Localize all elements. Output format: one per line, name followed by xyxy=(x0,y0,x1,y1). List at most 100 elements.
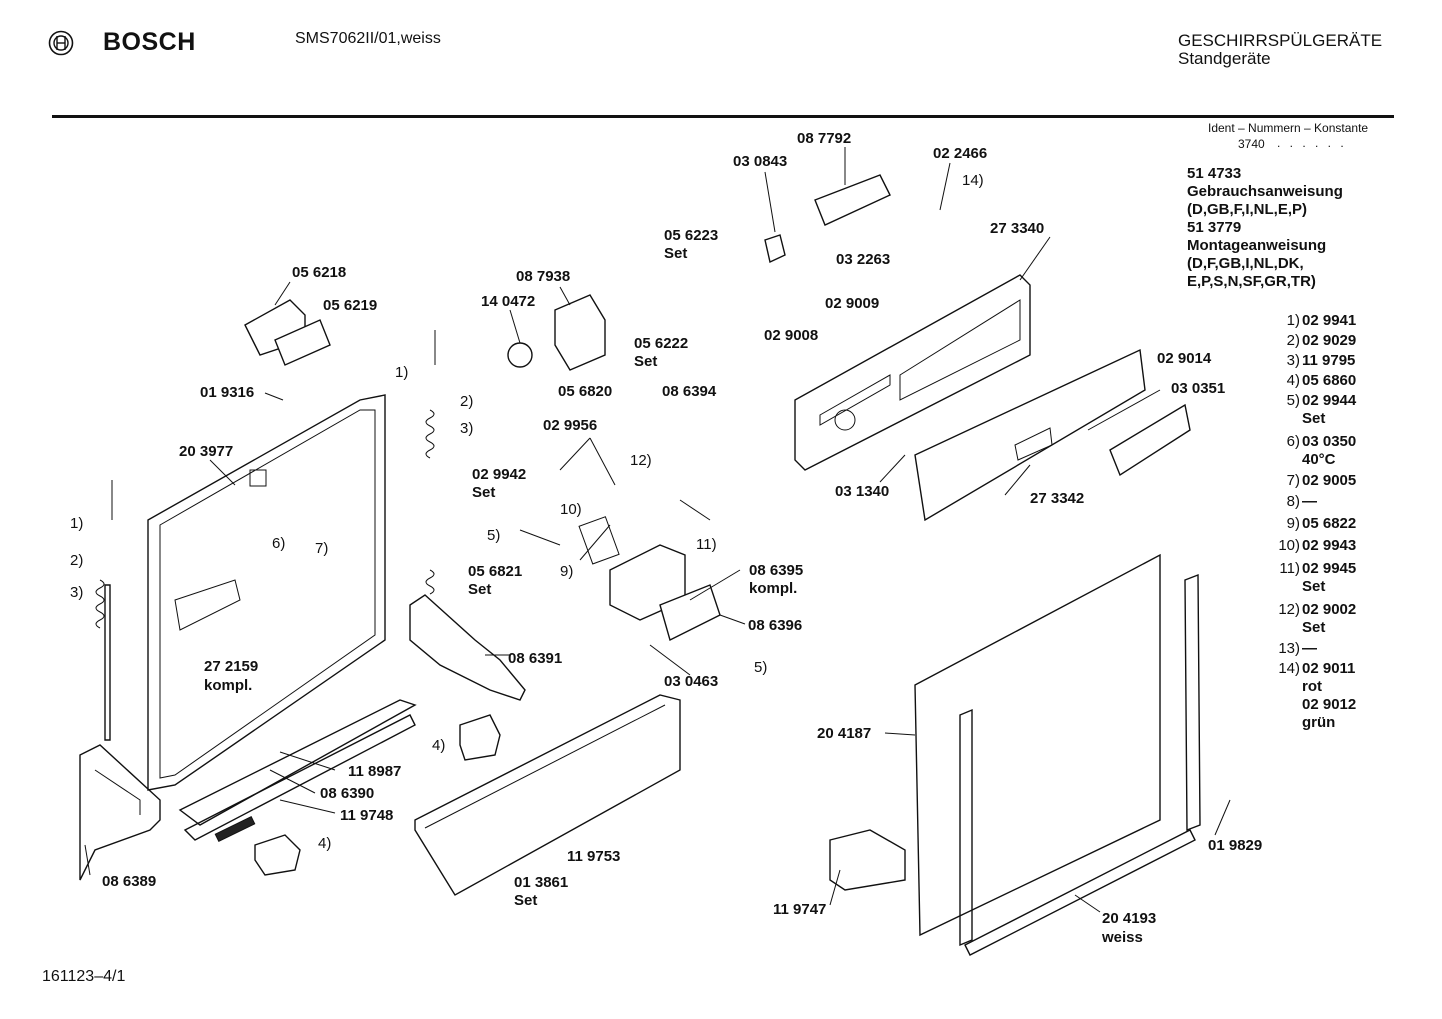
brand-name: BOSCH xyxy=(103,28,196,56)
control-panel-frame xyxy=(794,274,1031,471)
callout-030351: 03 0351 xyxy=(1171,380,1226,397)
legend-item: 3)11 9795 xyxy=(1286,352,1356,369)
callout-3a: 3) xyxy=(460,420,474,437)
callout-1b: 1) xyxy=(70,515,84,532)
callout-086390: 08 6390 xyxy=(320,785,375,802)
doc-line: (D,F,GB,I,NL,DK, xyxy=(1187,255,1304,272)
button-row xyxy=(1087,389,1191,477)
header-rule xyxy=(52,115,1394,118)
callout-086389: 08 6389 xyxy=(102,873,157,890)
callout-12a: 12) xyxy=(630,452,652,469)
callout-029956: 02 9956 xyxy=(543,417,598,434)
outer-door-panel xyxy=(829,553,1201,956)
callout-119747: 11 9747 xyxy=(773,901,827,918)
callout-9a: 9) xyxy=(560,563,574,580)
callout-013861: 01 3861 xyxy=(514,874,569,891)
callout-056821-set: Set xyxy=(468,581,492,598)
door-springs xyxy=(95,330,436,629)
category-title: GESCHIRRSPÜLGERÄTE xyxy=(1178,31,1383,50)
callout-273342: 27 3342 xyxy=(1030,490,1085,507)
callout-031340: 03 1340 xyxy=(835,483,890,500)
ident-label: Ident – Nummern – Konstante xyxy=(1208,121,1369,135)
callout-022466: 02 2466 xyxy=(933,145,988,162)
left-hinge-assembly xyxy=(79,480,161,881)
callout-2a: 2) xyxy=(460,393,474,410)
callout-4a: 4) xyxy=(432,737,446,754)
callout-5a: 5) xyxy=(487,527,501,544)
callout-056222-set: Set xyxy=(634,353,658,370)
page-header: BOSCH SMS7062II/01,weiss GESCHIRRSPÜLGER… xyxy=(0,0,1442,120)
legend-item: 13)— xyxy=(1278,640,1317,657)
callout-087938: 08 7938 xyxy=(516,268,571,285)
callout-118987: 11 8987 xyxy=(348,763,402,780)
legend-item: 1)02 9941 xyxy=(1286,312,1357,329)
callout-019316: 01 9316 xyxy=(200,384,255,401)
feet xyxy=(254,714,501,876)
callout-056222: 05 6222 xyxy=(634,335,689,352)
legend-item: 2)02 9029 xyxy=(1286,332,1357,349)
callout-030843: 03 0843 xyxy=(733,153,788,170)
callout-086396: 08 6396 xyxy=(748,617,803,634)
callout-056218: 05 6218 xyxy=(292,264,347,281)
control-module xyxy=(578,516,721,642)
callout-086395: 08 6395 xyxy=(749,562,804,579)
callout-087792: 08 7792 xyxy=(797,130,852,147)
callout-086391: 08 6391 xyxy=(508,650,563,667)
callout-14a: 14) xyxy=(962,172,984,189)
callout-119748: 11 9748 xyxy=(340,807,394,824)
callout-056820: 05 6820 xyxy=(558,383,613,400)
cover-panel xyxy=(914,348,1146,522)
callout-029008: 02 9008 xyxy=(764,327,819,344)
constant-number: 3740 xyxy=(1238,137,1265,151)
callout-030463: 03 0463 xyxy=(664,673,719,690)
connector-strip xyxy=(764,174,891,264)
callout-029942: 02 9942 xyxy=(472,466,527,483)
callout-204187: 20 4187 xyxy=(817,725,872,742)
callout-10a: 10) xyxy=(560,501,582,518)
callout-272159-kompl: kompl. xyxy=(204,677,253,694)
callout-273340: 27 3340 xyxy=(990,220,1045,237)
callout-140472: 14 0472 xyxy=(481,293,536,310)
callout-272159: 27 2159 xyxy=(204,658,259,675)
callout-119753: 11 9753 xyxy=(567,848,621,865)
callout-056223: 05 6223 xyxy=(664,227,719,244)
bottom-trim-strips xyxy=(178,699,417,843)
callout-204193-weiss: weiss xyxy=(1102,929,1143,946)
leader-lines xyxy=(84,147,1231,913)
legend-item: 4)05 6860 xyxy=(1286,372,1357,389)
category-subtitle: Standgeräte xyxy=(1178,49,1271,68)
doc-line: 51 3779 xyxy=(1187,219,1242,236)
doc-line: Gebrauchsanweisung xyxy=(1187,183,1343,200)
callout-2b: 2) xyxy=(70,552,84,569)
doc-line: 51 4733 xyxy=(1187,165,1242,182)
callout-086394: 08 6394 xyxy=(662,383,717,400)
callout-056219: 05 6219 xyxy=(323,297,378,314)
callout-203977: 20 3977 xyxy=(179,443,234,460)
callout-6a: 6) xyxy=(272,535,286,552)
bosch-logo-icon xyxy=(48,30,74,56)
callout-11a: 11) xyxy=(696,536,717,553)
doc-line: Montageanweisung xyxy=(1187,237,1327,254)
callout-086395-kompl: kompl. xyxy=(749,580,798,597)
callout-029009: 02 9009 xyxy=(825,295,880,312)
callout-1a: 1) xyxy=(395,364,409,381)
callout-032263: 03 2263 xyxy=(836,251,891,268)
callout-029942-set: Set xyxy=(472,484,496,501)
callout-3b: 3) xyxy=(70,584,84,601)
legend-item: 7)02 9005 xyxy=(1286,472,1357,489)
timer-unit xyxy=(507,294,606,371)
callout-5b: 5) xyxy=(754,659,768,676)
callout-029014: 02 9014 xyxy=(1157,350,1212,367)
callout-056821: 05 6821 xyxy=(468,563,523,580)
doc-line: (D,GB,F,I,NL,E,P) xyxy=(1187,201,1307,218)
legend-item: 10)02 9943 xyxy=(1278,537,1357,554)
callout-4b: 4) xyxy=(318,835,332,852)
callout-204193: 20 4193 xyxy=(1102,910,1157,927)
model-number: SMS7062II/01,weiss xyxy=(295,30,441,47)
